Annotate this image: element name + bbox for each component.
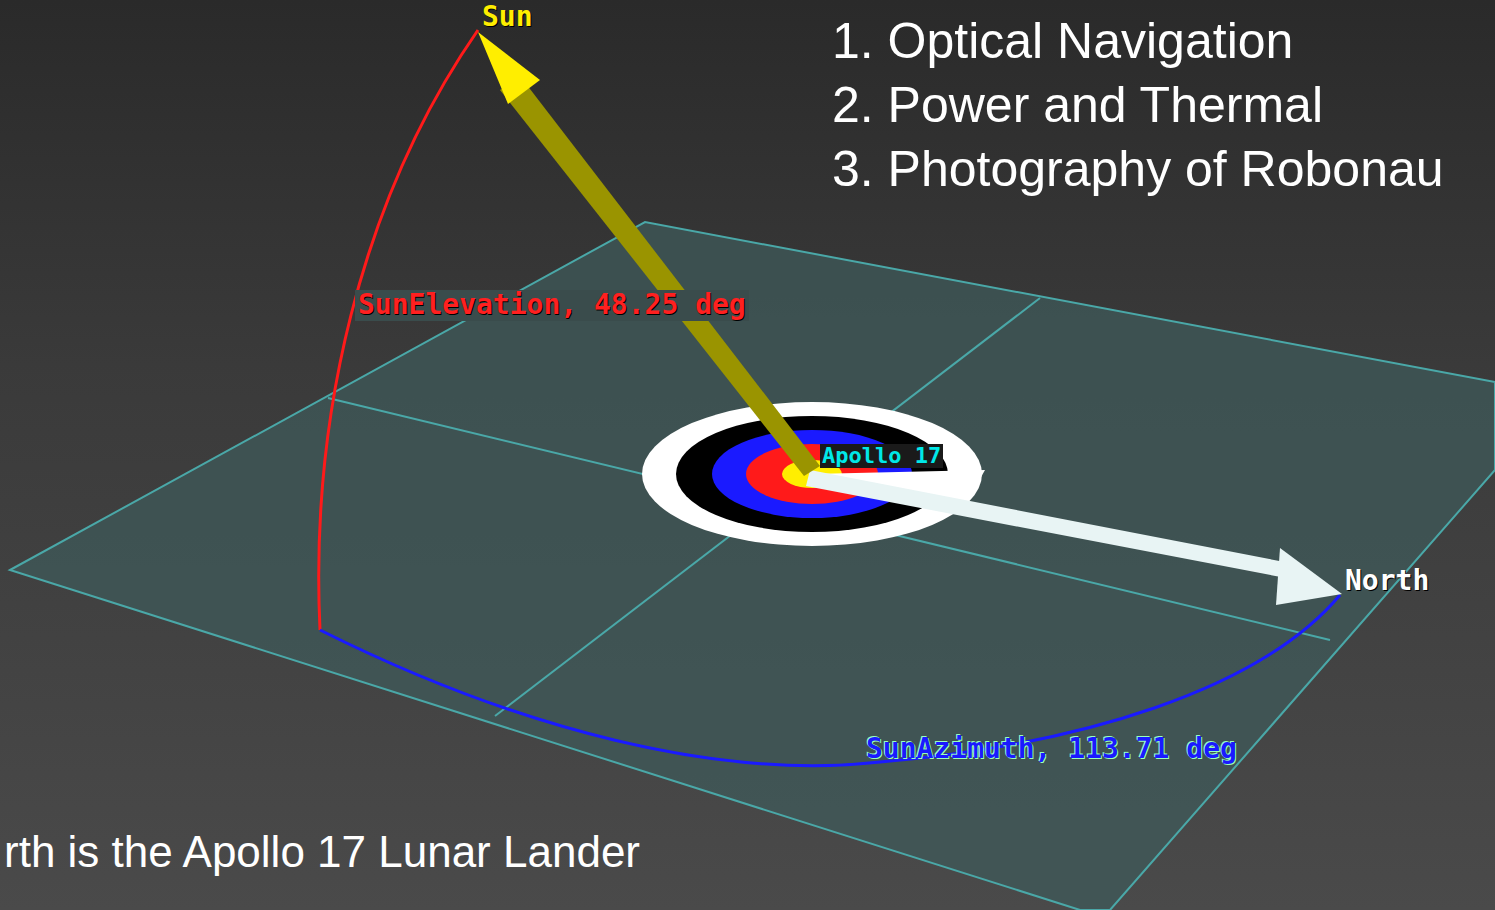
elevation-arc <box>319 30 478 630</box>
north-arrowhead <box>1276 548 1342 605</box>
list-item: 1. Optical Navigation <box>832 14 1293 69</box>
ground-plane <box>10 222 1495 910</box>
north-arrow <box>806 470 1290 578</box>
azimuth-label: SunAzimuth, 113.71 deg <box>866 734 1237 765</box>
list-item: 2. Power and Thermal <box>832 78 1323 133</box>
azimuth-arc <box>320 595 1340 766</box>
sun-arrowhead <box>478 32 540 104</box>
list-item: 3. Photography of Robonau <box>832 142 1444 197</box>
note-text: rth is the Apollo 17 Lunar Lander <box>4 828 640 876</box>
sun-label: Sun <box>482 2 533 33</box>
elevation-label: SunElevation, 48.25 deg <box>355 290 749 321</box>
site-label: Apollo 17 <box>820 444 943 468</box>
grid-line <box>328 398 1330 640</box>
sun-arrow <box>500 76 820 476</box>
north-label: North <box>1345 566 1429 597</box>
